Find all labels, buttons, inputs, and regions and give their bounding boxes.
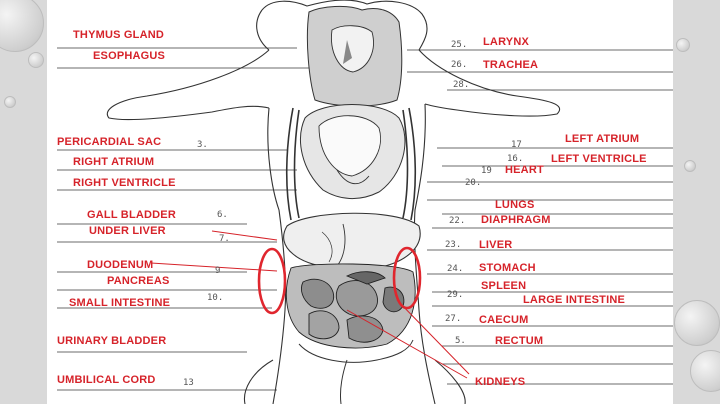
label-small-intestine: SMALL INTESTINE xyxy=(69,297,171,309)
number-marker: 25. xyxy=(451,40,468,50)
body-cavity-lines xyxy=(285,107,417,221)
pointer-lines xyxy=(150,230,470,379)
lower-body xyxy=(298,339,414,404)
label-larynx: LARYNX xyxy=(483,36,530,48)
label-under-liver: UNDER LIVER xyxy=(89,225,166,237)
intestines xyxy=(285,263,416,349)
number-marker: 13 xyxy=(183,378,194,388)
label-right-ventricle: RIGHT VENTRICLE xyxy=(73,177,176,189)
label-gall-bladder: GALL BLADDER xyxy=(87,209,176,221)
label-duodenum: DUODENUM xyxy=(87,259,154,271)
number-marker: 29. xyxy=(447,290,464,300)
number-marker: 6. xyxy=(217,210,228,220)
decorative-bubble xyxy=(674,300,720,346)
leader-lines xyxy=(57,47,673,391)
number-marker: 17 xyxy=(511,140,522,150)
body-outline xyxy=(106,0,560,404)
neck-organs xyxy=(306,5,403,107)
label-diaphragm: DIAPHRAGM xyxy=(481,214,551,226)
number-marker: 23. xyxy=(445,240,462,250)
decorative-bubble xyxy=(676,38,690,52)
kidney-highlight-circles xyxy=(257,246,422,315)
number-marker: 28. xyxy=(453,80,470,90)
label-stomach: STOMACH xyxy=(479,262,536,274)
number-marker: 22. xyxy=(449,216,466,226)
decorative-bubble xyxy=(684,160,696,172)
number-marker: 16. xyxy=(507,154,524,164)
label-urinary-bladder: URINARY BLADDER xyxy=(57,335,167,347)
decorative-bubble xyxy=(28,52,44,68)
label-trachea: TRACHEA xyxy=(483,59,539,71)
label-umbilical-cord: UMBILICAL CORD xyxy=(57,374,156,386)
frog-anatomy-sketch xyxy=(57,0,673,404)
number-marker: 10. xyxy=(207,293,224,303)
liver xyxy=(283,212,421,270)
diagram-slide: THYMUS GLAND ESOPHAGUS PERICARDIAL SAC R… xyxy=(47,0,673,404)
decorative-bubble xyxy=(4,96,16,108)
label-esophagus: ESOPHAGUS xyxy=(93,50,166,62)
heart xyxy=(300,104,406,199)
label-pancreas: PANCREAS xyxy=(107,275,170,287)
number-marker: 3. xyxy=(197,140,208,150)
label-spleen: SPLEEN xyxy=(481,280,527,292)
number-marker: 20. xyxy=(465,178,482,188)
label-caecum: CAECUM xyxy=(479,314,529,326)
label-pericardial-sac: PERICARDIAL SAC xyxy=(57,136,162,148)
number-marker: 7. xyxy=(219,234,230,244)
label-rectum: RECTUM xyxy=(495,335,544,347)
decorative-bubble xyxy=(690,350,720,392)
label-left-atrium: LEFT ATRIUM xyxy=(565,133,640,145)
decorative-bubble xyxy=(0,0,44,52)
label-thymus-gland: THYMUS GLAND xyxy=(73,29,165,41)
label-heart: HEART xyxy=(505,164,544,176)
label-kidneys: KIDNEYS xyxy=(475,376,526,388)
label-large-intestine: LARGE INTESTINE xyxy=(523,294,626,306)
label-lungs: LUNGS xyxy=(495,199,535,211)
label-liver: LIVER xyxy=(479,239,513,251)
number-marker: 24. xyxy=(447,264,464,274)
number-marker: 9 xyxy=(215,266,221,276)
label-right-atrium: RIGHT ATRIUM xyxy=(73,156,155,168)
number-marker: 19 xyxy=(481,166,492,176)
number-marker: 27. xyxy=(445,314,462,324)
number-marker: 5. xyxy=(455,336,466,346)
number-marker: 26. xyxy=(451,60,468,70)
label-left-ventricle: LEFT VENTRICLE xyxy=(551,153,647,165)
